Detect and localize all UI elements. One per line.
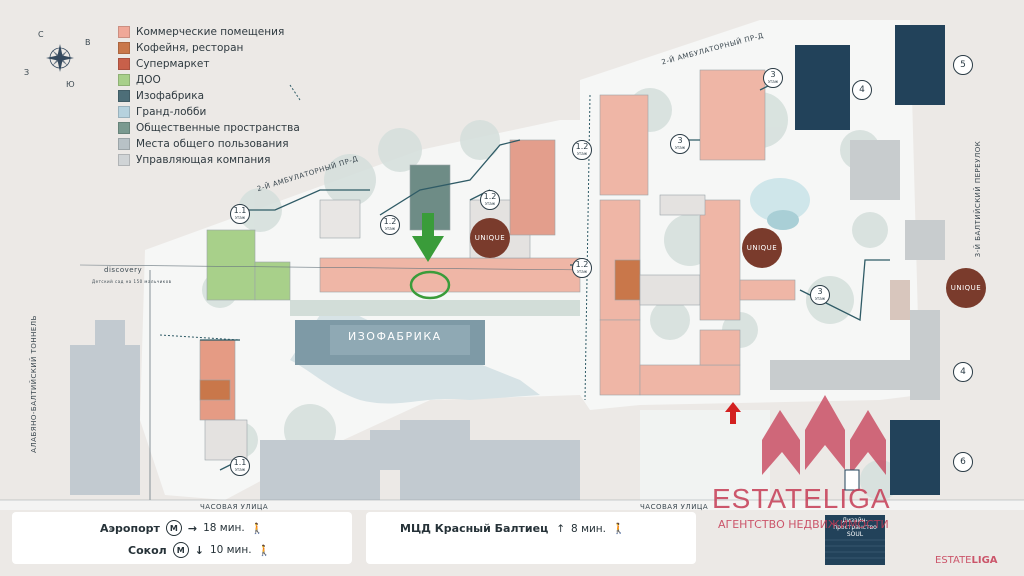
- compass-south: Ю: [66, 80, 76, 89]
- transit-mcd: МЦД Красный Балтиец↑8 мин.🚶: [400, 522, 626, 535]
- transit-card-mcd: [366, 512, 696, 564]
- building-number: 5: [953, 55, 973, 75]
- walk-icon: 🚶: [250, 522, 264, 535]
- legend-item: Гранд-лобби: [118, 104, 318, 120]
- compass-east: В: [85, 38, 91, 47]
- green-arrow-icon: [412, 213, 444, 262]
- watermark-small: ESTATELIGA: [935, 555, 998, 566]
- legend-swatch: [118, 90, 130, 102]
- kindergarten-label: Детский сад на 150 мальчиков: [92, 279, 172, 284]
- street-baltiysky: 3-Й БАЛТИЙСКИЙ ПЕРЕУЛОК: [974, 140, 983, 258]
- legend-label: Изофабрика: [136, 90, 205, 102]
- compass-west: З: [24, 68, 30, 77]
- legend-label: Места общего пользования: [136, 138, 289, 150]
- legend-label: Общественные пространства: [136, 122, 300, 134]
- watermark-subtitle: АГЕНТСТВО НЕДВИЖИМОСТИ: [718, 518, 889, 531]
- legend-swatch: [118, 58, 130, 70]
- walk-icon: 🚶: [612, 523, 626, 535]
- discovery-label: discovery: [104, 266, 143, 274]
- walk-icon: 🚶: [257, 544, 271, 557]
- unique-badge: UNIQUE: [946, 268, 986, 308]
- metro-icon: М: [165, 520, 182, 536]
- legend-swatch: [118, 154, 130, 166]
- metro-icon: М: [172, 542, 189, 558]
- compass-north: С: [38, 30, 45, 39]
- building-number: 6: [953, 452, 973, 472]
- legend-swatch: [118, 138, 130, 150]
- legend-label: Коммерческие помещения: [136, 26, 285, 38]
- legend-label: ДОО: [136, 74, 161, 86]
- legend-swatch: [118, 122, 130, 134]
- legend-item: Коммерческие помещения: [118, 24, 318, 40]
- compass-icon: [46, 44, 74, 72]
- street-chasovaya-2: ЧАСОВАЯ УЛИЦА: [640, 503, 709, 511]
- legend-swatch: [118, 106, 130, 118]
- legend-swatch: [118, 74, 130, 86]
- building-number: 4: [852, 80, 872, 100]
- legend-item: Супермаркет: [118, 56, 318, 72]
- building-number: 4: [953, 362, 973, 382]
- legend-label: Супермаркет: [136, 58, 210, 70]
- highlight-circle: [409, 270, 451, 300]
- unique-badge: UNIQUE: [470, 218, 510, 258]
- legend-item: Места общего пользования: [118, 136, 318, 152]
- legend-label: Кофейня, ресторан: [136, 42, 244, 54]
- red-arrow-icon: [725, 402, 741, 424]
- legend-item: Кофейня, ресторан: [118, 40, 318, 56]
- street-chasovaya-1: ЧАСОВАЯ УЛИЦА: [200, 503, 269, 511]
- legend-swatch: [118, 26, 130, 38]
- unique-badge: UNIQUE: [742, 228, 782, 268]
- legend-swatch: [118, 42, 130, 54]
- izofabrika-label: ИЗОФАБРИКА: [348, 330, 442, 343]
- legend-item: Общественные пространства: [118, 120, 318, 136]
- watermark-title: ESTATELIGA: [712, 483, 891, 514]
- legend-label: Управляющая компания: [136, 154, 271, 166]
- legend-item: Изофабрика: [118, 88, 318, 104]
- legend-label: Гранд-лобби: [136, 106, 207, 118]
- watermark-logo: [762, 395, 886, 475]
- street-tunnel: АЛАБЯНО-БАЛТИЙСКИЙ ТОННЕЛЬ: [29, 315, 38, 453]
- legend-item: Управляющая компания: [118, 152, 318, 168]
- legend-item: ДОО: [118, 72, 318, 88]
